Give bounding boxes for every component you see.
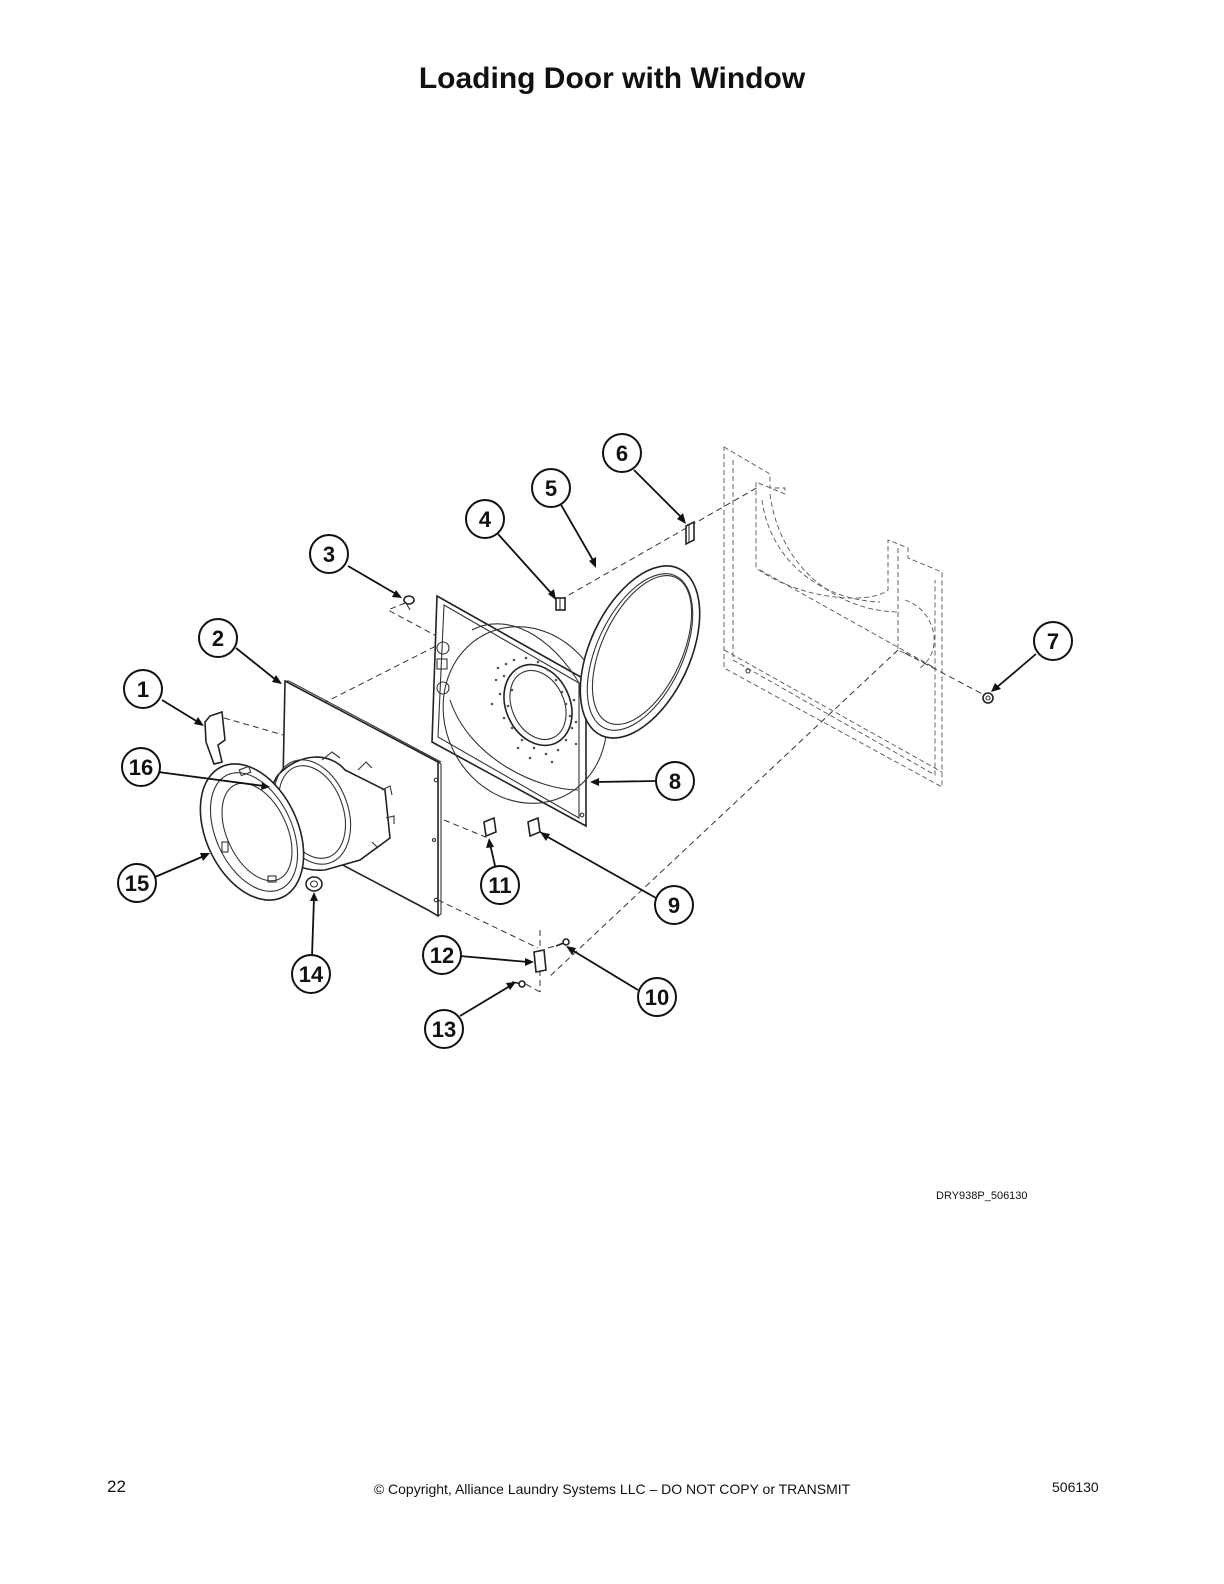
screw-part-3 <box>403 595 415 611</box>
callout-13-label: 13 <box>432 1017 456 1042</box>
drawing-id: DRY938P_506130 <box>936 1190 1028 1202</box>
callout-15-label: 15 <box>125 871 149 896</box>
strike-part-12 <box>533 949 547 973</box>
door-handle-part <box>204 710 226 765</box>
callout-4-label: 4 <box>479 507 492 532</box>
page-number: 22 <box>107 1477 126 1496</box>
callout-4: 4 <box>465 499 505 539</box>
callout-2: 2 <box>198 618 238 658</box>
leader-lines <box>154 469 1037 1017</box>
callout-6: 6 <box>602 433 642 473</box>
callout-14: 14 <box>291 954 331 994</box>
callout-8: 8 <box>655 761 695 801</box>
callout-3: 3 <box>309 534 349 574</box>
inner-door-panel <box>431 594 608 828</box>
callout-16: 16 <box>121 747 161 787</box>
cabinet-front-panel <box>723 446 943 788</box>
hinge-part-9 <box>527 816 541 838</box>
callout-2-label: 2 <box>212 626 224 651</box>
door-outer-ring <box>199 763 305 901</box>
door-gasket <box>579 565 701 739</box>
document-number: 506130 <box>1052 1479 1099 1495</box>
callout-12-label: 12 <box>430 943 454 968</box>
callout-1-label: 1 <box>137 677 149 702</box>
callout-15: 15 <box>117 863 157 903</box>
callout-10: 10 <box>637 977 677 1017</box>
bumper-part-14 <box>305 876 323 892</box>
hinge-clip-part-4 <box>555 597 566 611</box>
callout-11-label: 11 <box>488 873 511 898</box>
callout-1: 1 <box>123 669 163 709</box>
callout-12: 12 <box>422 935 462 975</box>
callout-11: 11 <box>480 865 520 905</box>
callout-3-label: 3 <box>323 542 335 567</box>
hinge-bracket-part-11 <box>483 816 497 838</box>
screw-part-10 <box>555 938 570 947</box>
callout-9: 9 <box>654 885 694 925</box>
callout-16-label: 16 <box>129 755 153 780</box>
callout-5: 5 <box>531 468 571 508</box>
callout-9-label: 9 <box>668 893 680 918</box>
callout-14-label: 14 <box>299 962 324 987</box>
clip-part-6 <box>685 520 695 546</box>
callout-10-label: 10 <box>645 985 669 1010</box>
callout-7: 7 <box>1033 621 1073 661</box>
nut-part-7 <box>982 692 994 704</box>
callout-5-label: 5 <box>545 476 557 501</box>
copyright-notice: © Copyright, Alliance Laundry Systems LL… <box>373 1481 851 1497</box>
callout-6-label: 6 <box>616 441 628 466</box>
page-title: Loading Door with Window <box>418 62 806 95</box>
callout-7-label: 7 <box>1047 629 1059 654</box>
callout-13: 13 <box>424 1009 464 1049</box>
callout-8-label: 8 <box>669 769 681 794</box>
